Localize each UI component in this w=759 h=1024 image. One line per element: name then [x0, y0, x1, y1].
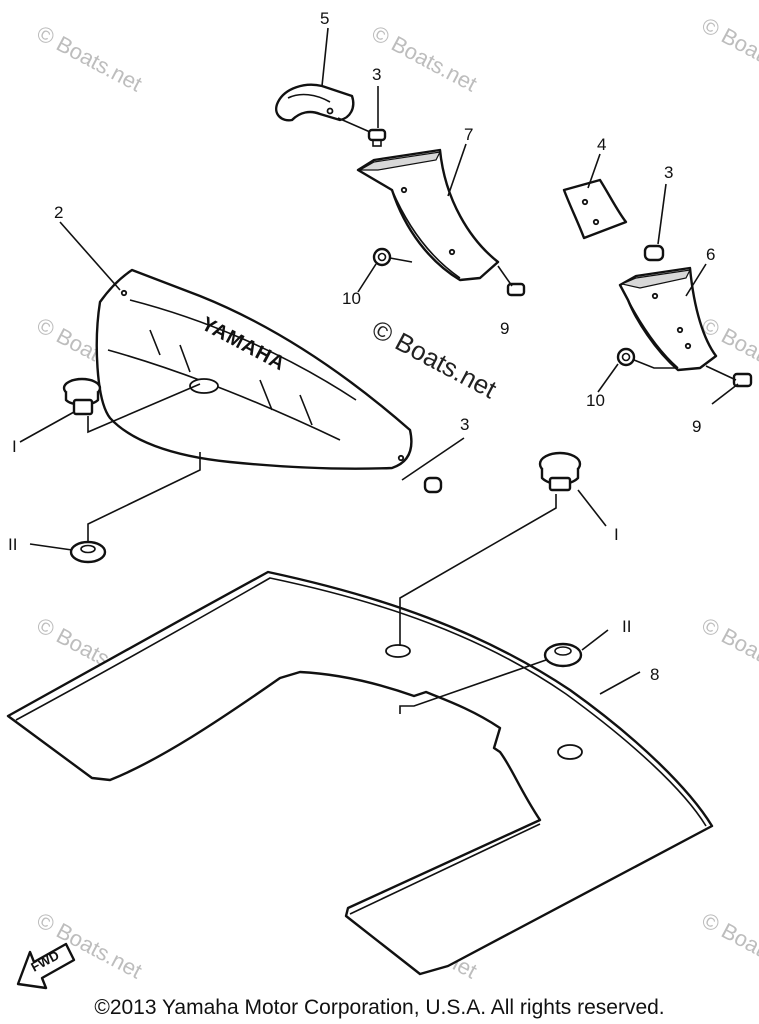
- fwd-arrow-icon: FWD: [16, 942, 76, 990]
- callout-label: I: [614, 525, 619, 544]
- part-6-cover: [618, 266, 718, 372]
- screw-icon: [732, 372, 753, 388]
- screw-icon: [506, 282, 526, 297]
- callout-labels: 5 3 7 4 3 6 2 10 9 10 9 I 3 I II II 8: [8, 9, 715, 684]
- clip-icon: [616, 347, 636, 367]
- center-watermark: © Boats.net: [367, 314, 502, 405]
- callout-label: II: [8, 535, 17, 554]
- part-1-plug: [62, 377, 102, 416]
- callout-label: 2: [54, 203, 63, 222]
- callout-label: 3: [664, 163, 673, 182]
- watermark: © Boats.net: [33, 20, 147, 96]
- callout-label: 3: [460, 415, 469, 434]
- part-7-cover: [356, 148, 500, 282]
- part-11-grommet: [543, 642, 583, 668]
- screw-icon: [643, 244, 665, 262]
- callout-label: 9: [692, 417, 701, 436]
- part-5-bracket: [275, 83, 355, 122]
- leader-lines: [19, 27, 739, 714]
- part-8-plate: [6, 570, 714, 976]
- callout-label: II: [622, 617, 631, 636]
- callout-label: I: [12, 437, 17, 456]
- copyright-notice: ©2013 Yamaha Motor Corporation, U.S.A. A…: [94, 996, 665, 1019]
- callout-label: 8: [650, 665, 659, 684]
- part-2-cover: YAMAHA: [95, 268, 413, 470]
- clip-icon: [372, 247, 392, 267]
- callout-label: 3: [372, 65, 381, 84]
- part-1-plug: [538, 451, 582, 492]
- callout-label: 10: [342, 289, 361, 308]
- callout-label: 10: [586, 391, 605, 410]
- callout-label: 4: [597, 135, 606, 154]
- watermark: © Boats.net: [698, 12, 759, 88]
- screw-icon: [423, 476, 443, 494]
- watermark: © Boats.net: [698, 612, 759, 688]
- callout-label: 5: [320, 9, 329, 28]
- callout-label: 7: [464, 125, 473, 144]
- part-11-grommet: [69, 540, 107, 564]
- watermark: © Boats.net: [368, 20, 482, 96]
- watermark: © Boats.net: [698, 907, 759, 983]
- screw-icon: [367, 128, 387, 147]
- callout-label: 9: [500, 319, 509, 338]
- part-4-plate: [562, 178, 628, 240]
- callout-label: 6: [706, 245, 715, 264]
